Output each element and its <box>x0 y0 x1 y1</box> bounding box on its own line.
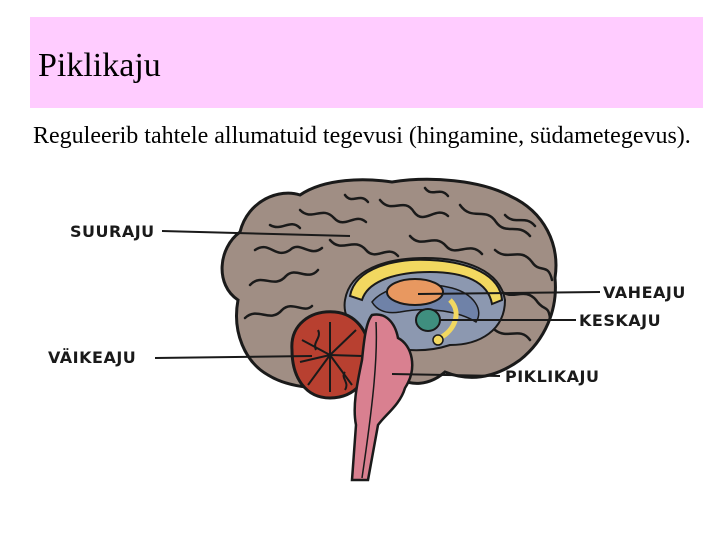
label-medulla: PIKLIKAJU <box>505 367 599 386</box>
label-cerebellum: VÄIKEAJU <box>48 348 136 367</box>
midbrain-shape <box>415 308 441 332</box>
page-title: Piklikaju <box>38 47 161 84</box>
thalamus-shape <box>386 278 444 306</box>
label-diencephalon: VAHEAJU <box>603 283 686 302</box>
spinal-canal-line <box>361 321 378 479</box>
cerebrum-folds <box>243 186 554 342</box>
corpus-callosum <box>348 258 504 306</box>
leader-lines <box>154 230 601 377</box>
label-midbrain: KESKAJU <box>579 311 661 330</box>
title-bar: Piklikaju <box>30 17 703 108</box>
pituitary-shape <box>432 334 444 346</box>
label-cerebrum: SUURAJU <box>70 222 155 241</box>
description-text: Reguleerib tahtele allumatuid tegevusi (… <box>33 123 691 149</box>
cerebellum-folds <box>299 322 363 392</box>
